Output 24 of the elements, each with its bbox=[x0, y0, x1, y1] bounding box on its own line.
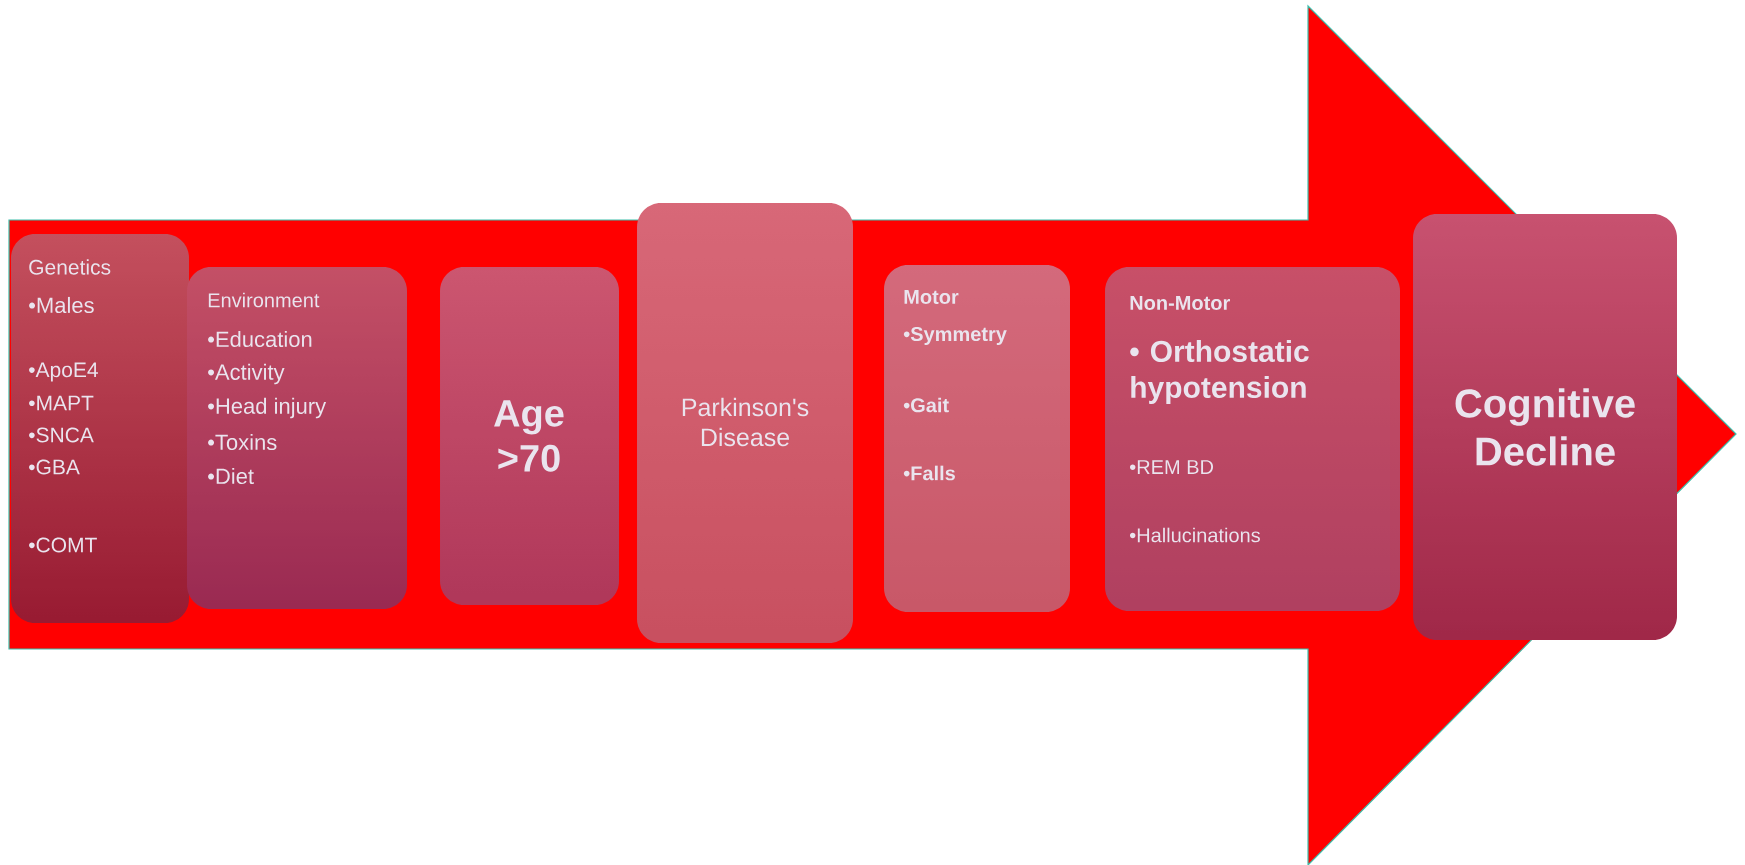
list-item: •Symmetry bbox=[903, 326, 1007, 346]
box-heading: Environment bbox=[208, 292, 320, 308]
box-title: Age >70 bbox=[494, 400, 564, 472]
box-title: Cognitive Decline bbox=[1455, 388, 1635, 466]
list-item: •Toxins bbox=[208, 433, 277, 451]
list-item: •Falls bbox=[903, 465, 955, 481]
list-item: •Head injury bbox=[208, 397, 327, 419]
list-item: •Gait bbox=[903, 397, 949, 413]
list-item: •GBA bbox=[29, 459, 80, 475]
box-heading: Genetics bbox=[29, 259, 111, 275]
list-item: •Hallucinations bbox=[1130, 527, 1260, 543]
list-item: • Orthostatic hypotension bbox=[1130, 340, 1309, 404]
list-item: •MAPT bbox=[29, 395, 94, 411]
list-item: •Males bbox=[29, 296, 94, 314]
list-item: •REM BD bbox=[1130, 460, 1213, 474]
list-item: •COMT bbox=[29, 537, 97, 553]
list-item: •Education bbox=[208, 330, 312, 348]
list-item: •Activity bbox=[208, 363, 285, 385]
list-item: •Diet bbox=[208, 467, 254, 485]
list-item: •ApoE4 bbox=[29, 362, 98, 382]
box-heading: Motor bbox=[904, 290, 959, 304]
list-item: •SNCA bbox=[29, 427, 94, 443]
box-heading: Non-Motor bbox=[1130, 296, 1230, 310]
box-title: Parkinson's Disease bbox=[682, 397, 809, 447]
